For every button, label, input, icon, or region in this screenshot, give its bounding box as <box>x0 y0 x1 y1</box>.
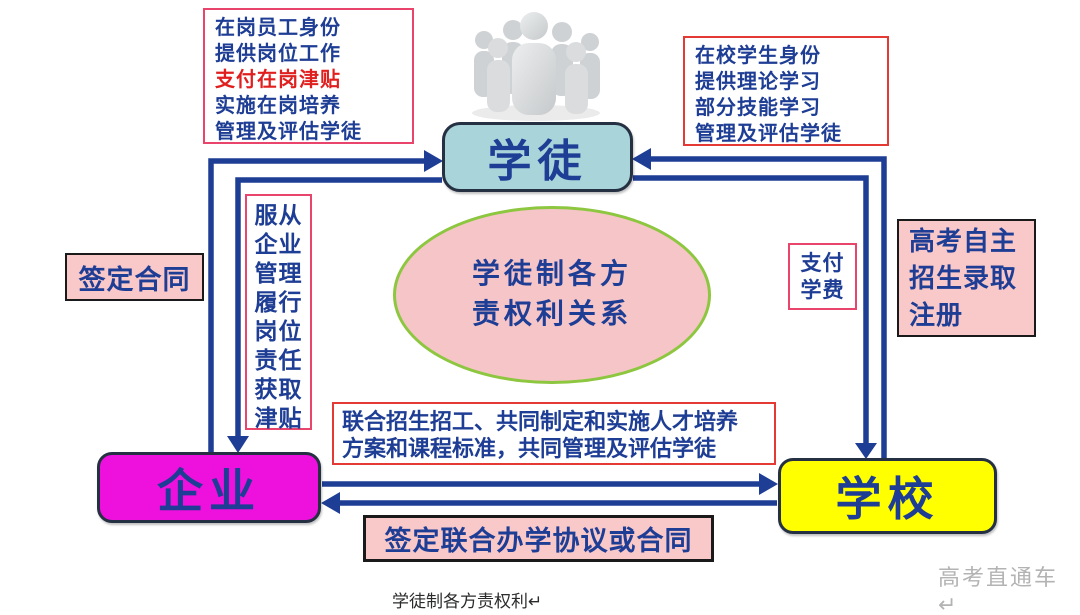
bottom-caption: 学徒制各方责权利↵ <box>392 592 543 611</box>
duty-line: 服从 <box>254 203 303 228</box>
node-enterprise-label: 企业 <box>157 465 261 517</box>
arrowhead-into-school-top <box>855 443 877 459</box>
node-apprentice: 学徒 <box>442 122 633 192</box>
joint-training-line: 方案和课程标准，共同管理及评估学徒 <box>342 436 717 461</box>
node-school: 学校 <box>778 458 997 534</box>
duty-line: 管理及评估学徒 <box>215 121 362 143</box>
arrowhead-into-school-left <box>759 473 778 495</box>
node-school-label: 学校 <box>835 474 940 525</box>
arrowhead-into-enterprise-right <box>321 492 340 514</box>
duty-line: 部分技能学习 <box>695 97 821 119</box>
duty-line: 提供理论学习 <box>695 71 821 93</box>
duty-line: 在岗员工身份 <box>215 17 341 39</box>
duty-line: 责任 <box>254 348 303 373</box>
center-topic-ellipse: 学徒制各方 责权利关系 <box>393 206 711 384</box>
center-topic-line: 责权利关系 <box>471 299 632 330</box>
duty-line: 岗位 <box>254 319 303 344</box>
duty-line: 实施在岗培养 <box>215 95 341 117</box>
duty-line: 津贴 <box>254 406 303 431</box>
people-group-illustration <box>472 12 600 121</box>
duty-line: 获取 <box>254 377 303 402</box>
arrowhead-into-apprentice-right <box>632 148 651 170</box>
duty-line-highlighted: 支付在岗津贴 <box>215 69 341 91</box>
apprentice-duties-box: 服从 企业 管理 履行 岗位 责任 获取 津贴 <box>245 194 312 431</box>
watermark: 高考直通车 ↵ <box>938 565 1059 615</box>
duty-line: 管理 <box>254 261 303 286</box>
duty-line: 提供岗位工作 <box>215 43 341 65</box>
joint-agreement-box: 签定联合办学协议或合同 <box>363 515 714 562</box>
node-enterprise: 企业 <box>97 452 321 523</box>
arrowhead-into-apprentice-left <box>424 150 443 172</box>
joint-agreement-label: 签定联合办学协议或合同 <box>384 526 693 556</box>
node-apprentice-label: 学徒 <box>487 137 588 186</box>
duty-line: 在校学生身份 <box>695 45 821 67</box>
pay-tuition-box: 支付 学费 <box>788 243 857 310</box>
joint-training-box: 联合招生招工、共同制定和实施人才培养 方案和课程标准，共同管理及评估学徒 <box>332 402 776 465</box>
sign-contract-label: 签定合同 <box>78 264 191 295</box>
center-topic-line: 学徒制各方 <box>471 259 632 290</box>
pay-tuition-line: 学费 <box>800 278 845 302</box>
gaokao-line: 高考自主 <box>909 226 1018 256</box>
sign-contract-box: 签定合同 <box>65 253 204 301</box>
gaokao-line: 招生录取 <box>909 263 1018 293</box>
gaokao-line: 注册 <box>909 300 964 330</box>
duty-line: 企业 <box>254 232 303 257</box>
enterprise-duties-box: 在岗员工身份 提供岗位工作 支付在岗津贴 实施在岗培养 管理及评估学徒 <box>203 8 414 144</box>
pay-tuition-line: 支付 <box>800 251 845 275</box>
duty-line: 履行 <box>254 290 303 315</box>
school-duties-box: 在校学生身份 提供理论学习 部分技能学习 管理及评估学徒 <box>683 36 889 146</box>
arrowhead-into-enterprise-top <box>227 436 249 453</box>
gaokao-enrollment-box: 高考自主 招生录取 注册 <box>897 219 1036 337</box>
joint-training-line: 联合招生招工、共同制定和实施人才培养 <box>342 409 739 434</box>
duty-line: 管理及评估学徒 <box>695 123 842 145</box>
